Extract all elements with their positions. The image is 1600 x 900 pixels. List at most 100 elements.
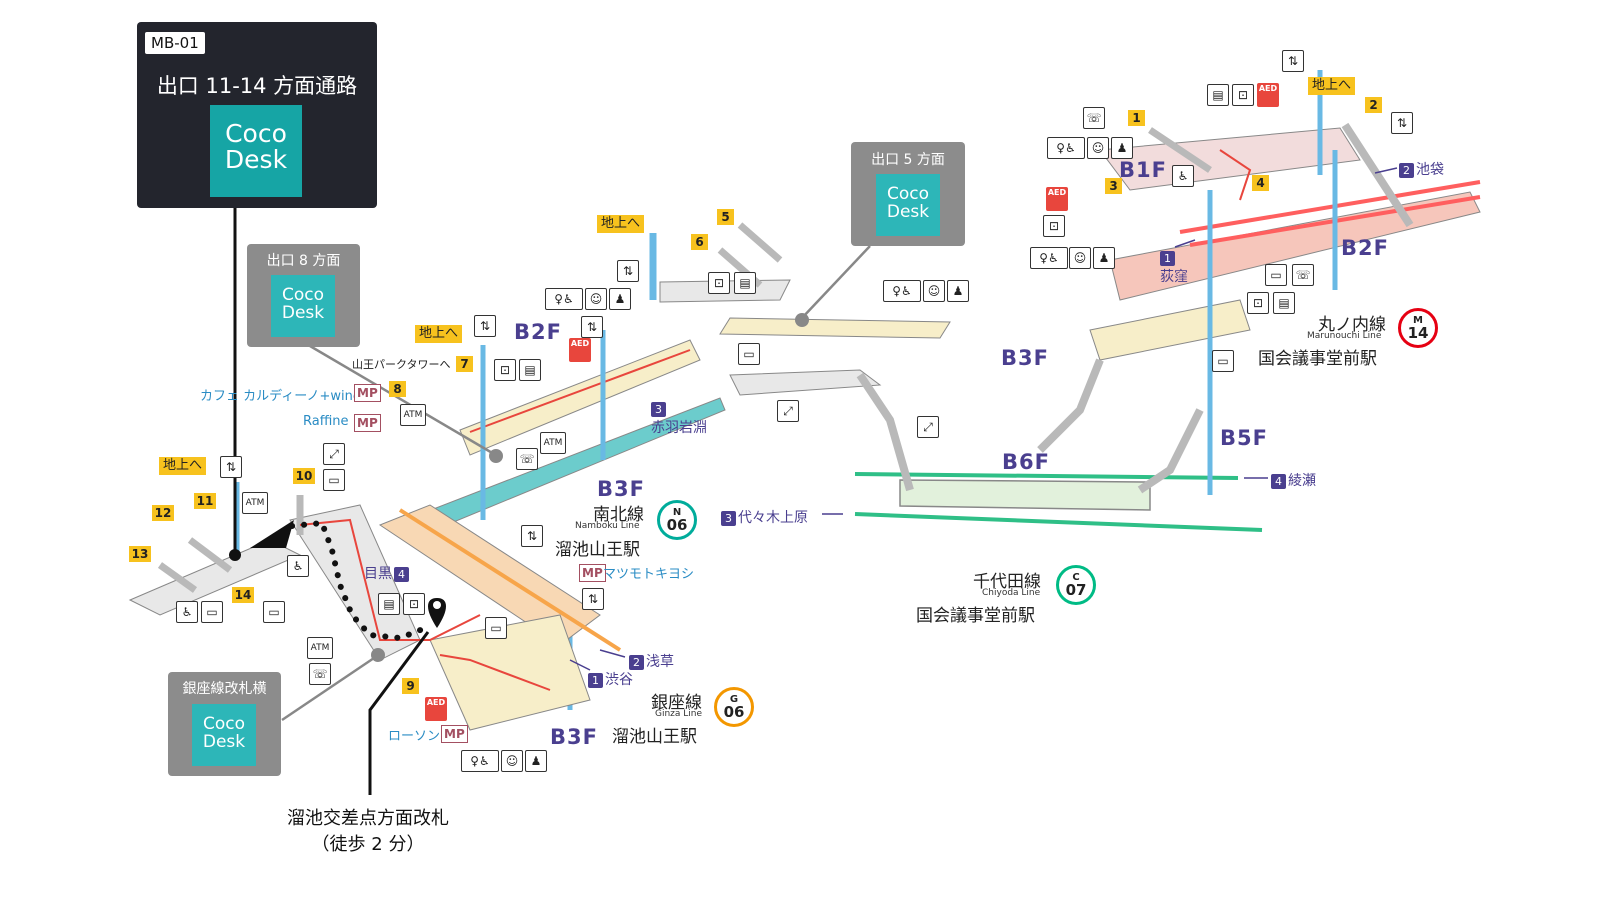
locker-icon: ▭ <box>1212 350 1234 372</box>
ginza-gate-callout: 銀座線改札横 Coco Desk <box>168 672 281 776</box>
main-callout: MB-01 出口 11-14 方面通路 Coco Desk <box>137 22 377 208</box>
toilet-icon: ♀♿ <box>883 280 921 302</box>
ginza-station: 溜池山王駅 <box>612 727 697 747</box>
exit5-callout: 出口 5 方面 Coco Desk <box>851 142 965 246</box>
aed-icon: AED <box>1046 187 1068 211</box>
phone-icon: ☏ <box>1083 107 1105 129</box>
elevator-icon: ⇅ <box>581 316 603 338</box>
connector-stairs <box>856 372 914 492</box>
cafe-label: カフェ カルディーノ+wine <box>200 389 361 404</box>
floor-b5f: B5F <box>1220 426 1268 450</box>
chiyoda-badge: C 07 <box>1056 565 1096 605</box>
floor-b6f: B6F <box>1002 450 1050 474</box>
ginza-platform <box>429 614 591 731</box>
coco-desk-logo: Coco Desk <box>210 105 302 197</box>
walking-route <box>289 519 431 642</box>
arrow-shibuya <box>569 659 591 671</box>
toilet-icon: ♀♿ <box>1047 137 1085 159</box>
gate-pointer <box>368 631 430 795</box>
aed-icon: AED <box>1257 83 1279 107</box>
exit-9: 9 <box>402 678 419 694</box>
escalator-icon: ⤢ <box>777 400 799 422</box>
atm-icon: ATM <box>307 637 333 659</box>
floor-b3f-namboku: B3F <box>597 477 645 501</box>
baby-room-icon: ☺ <box>585 288 607 310</box>
coco-desk-logo: Coco Desk <box>876 174 940 236</box>
ginza-callout-pointer <box>281 654 378 722</box>
marunouchi-track-1 <box>1179 180 1481 234</box>
ticket-machine-icon: ▤ <box>378 593 400 615</box>
aed-icon: AED <box>569 338 591 362</box>
fare-adjust-icon: ⊡ <box>1232 84 1254 106</box>
marunouchi-station: 国会議事堂前駅 <box>1258 349 1377 369</box>
locker-icon: ▭ <box>201 601 223 623</box>
floor-b2f-marunouchi: B2F <box>1341 236 1389 260</box>
red-route-marunouchi <box>1219 149 1252 201</box>
coco-desk-logo: Coco Desk <box>192 704 256 766</box>
marunouchi-line-en: Marunouchi Line <box>1307 331 1382 341</box>
ginza-concourse <box>378 504 601 646</box>
exit-12: 12 <box>152 505 174 521</box>
exit-1-stairs <box>1148 127 1212 173</box>
elevator-icon: ⇅ <box>220 456 242 478</box>
exit-3: 3 <box>1105 178 1122 194</box>
callout-title: 銀座線改札横 <box>182 681 267 697</box>
exit8-callout-pointer <box>309 344 495 456</box>
chiyoda-track-lower <box>854 512 1263 532</box>
exit-6: 6 <box>691 234 708 250</box>
exit8-callout-dot <box>489 449 503 463</box>
phone-icon: ☏ <box>1292 264 1314 286</box>
main-callout-dot <box>229 549 241 561</box>
callout-title: 出口 5 方面 <box>871 152 945 168</box>
callout-tag: MB-01 <box>145 32 205 54</box>
arrow-ogikubo <box>1174 239 1196 248</box>
exit-11: 11 <box>194 493 216 509</box>
red-route-left <box>299 518 481 641</box>
floor-b1f-marunouchi: B1F <box>1119 158 1167 182</box>
callout-title: 出口 8 方面 <box>266 253 341 269</box>
mp-icon: MP <box>354 384 381 402</box>
lawson-label: ローソン <box>388 729 441 744</box>
ticket-machine-icon: ▤ <box>734 272 756 294</box>
chiyoda-line-en: Chiyoda Line <box>982 588 1041 598</box>
to-ground-label: 地上へ <box>159 457 207 475</box>
aed-icon: AED <box>425 697 447 721</box>
fare-adjust-icon: ⊡ <box>494 359 516 381</box>
accessible-toilet-icon: ♿ <box>176 601 198 623</box>
floor-b2f-namboku: B2F <box>514 320 562 344</box>
fare-adjust-icon: ⊡ <box>1043 215 1065 237</box>
nursing-room-icon: ♟ <box>525 750 547 772</box>
exit5-callout-dot <box>795 313 809 327</box>
atm-icon: ATM <box>540 432 566 454</box>
exit5-callout-pointer <box>801 245 871 319</box>
nursing-room-icon: ♟ <box>947 280 969 302</box>
mp-icon: MP <box>441 725 468 743</box>
toilet-icon: ♀♿ <box>1030 247 1068 269</box>
accessible-toilet-icon: ♿ <box>287 555 309 577</box>
raffine-label: Raffine <box>303 414 349 429</box>
matsumoto-label: マツモトキヨシ <box>603 567 695 582</box>
floor-b3f-marunouchi: B3F <box>1001 346 1049 370</box>
exit-10: 10 <box>293 468 315 484</box>
b5f-stairs <box>1137 408 1204 494</box>
exit-8: 8 <box>389 381 406 397</box>
namboku-station: 溜池山王駅 <box>555 540 640 560</box>
connector-corridor <box>729 369 882 396</box>
ginza-line-en: Ginza Line <box>655 709 703 719</box>
exit-1: 1 <box>1128 110 1145 126</box>
exit-13-stairs <box>157 562 198 593</box>
escalator-icon: ⤢ <box>323 443 345 465</box>
toilet-icon: ♀♿ <box>461 750 499 772</box>
namboku-line-name: 南北線 <box>593 505 644 525</box>
exit-7: 7 <box>456 356 473 372</box>
ginza-line-name: 銀座線 <box>651 693 702 713</box>
accessible-toilet-icon: ♿ <box>1172 165 1194 187</box>
marunouchi-stairs-right <box>1341 122 1414 228</box>
elevator-icon: ⇅ <box>474 315 496 337</box>
chiyoda-track-upper <box>854 472 1239 480</box>
